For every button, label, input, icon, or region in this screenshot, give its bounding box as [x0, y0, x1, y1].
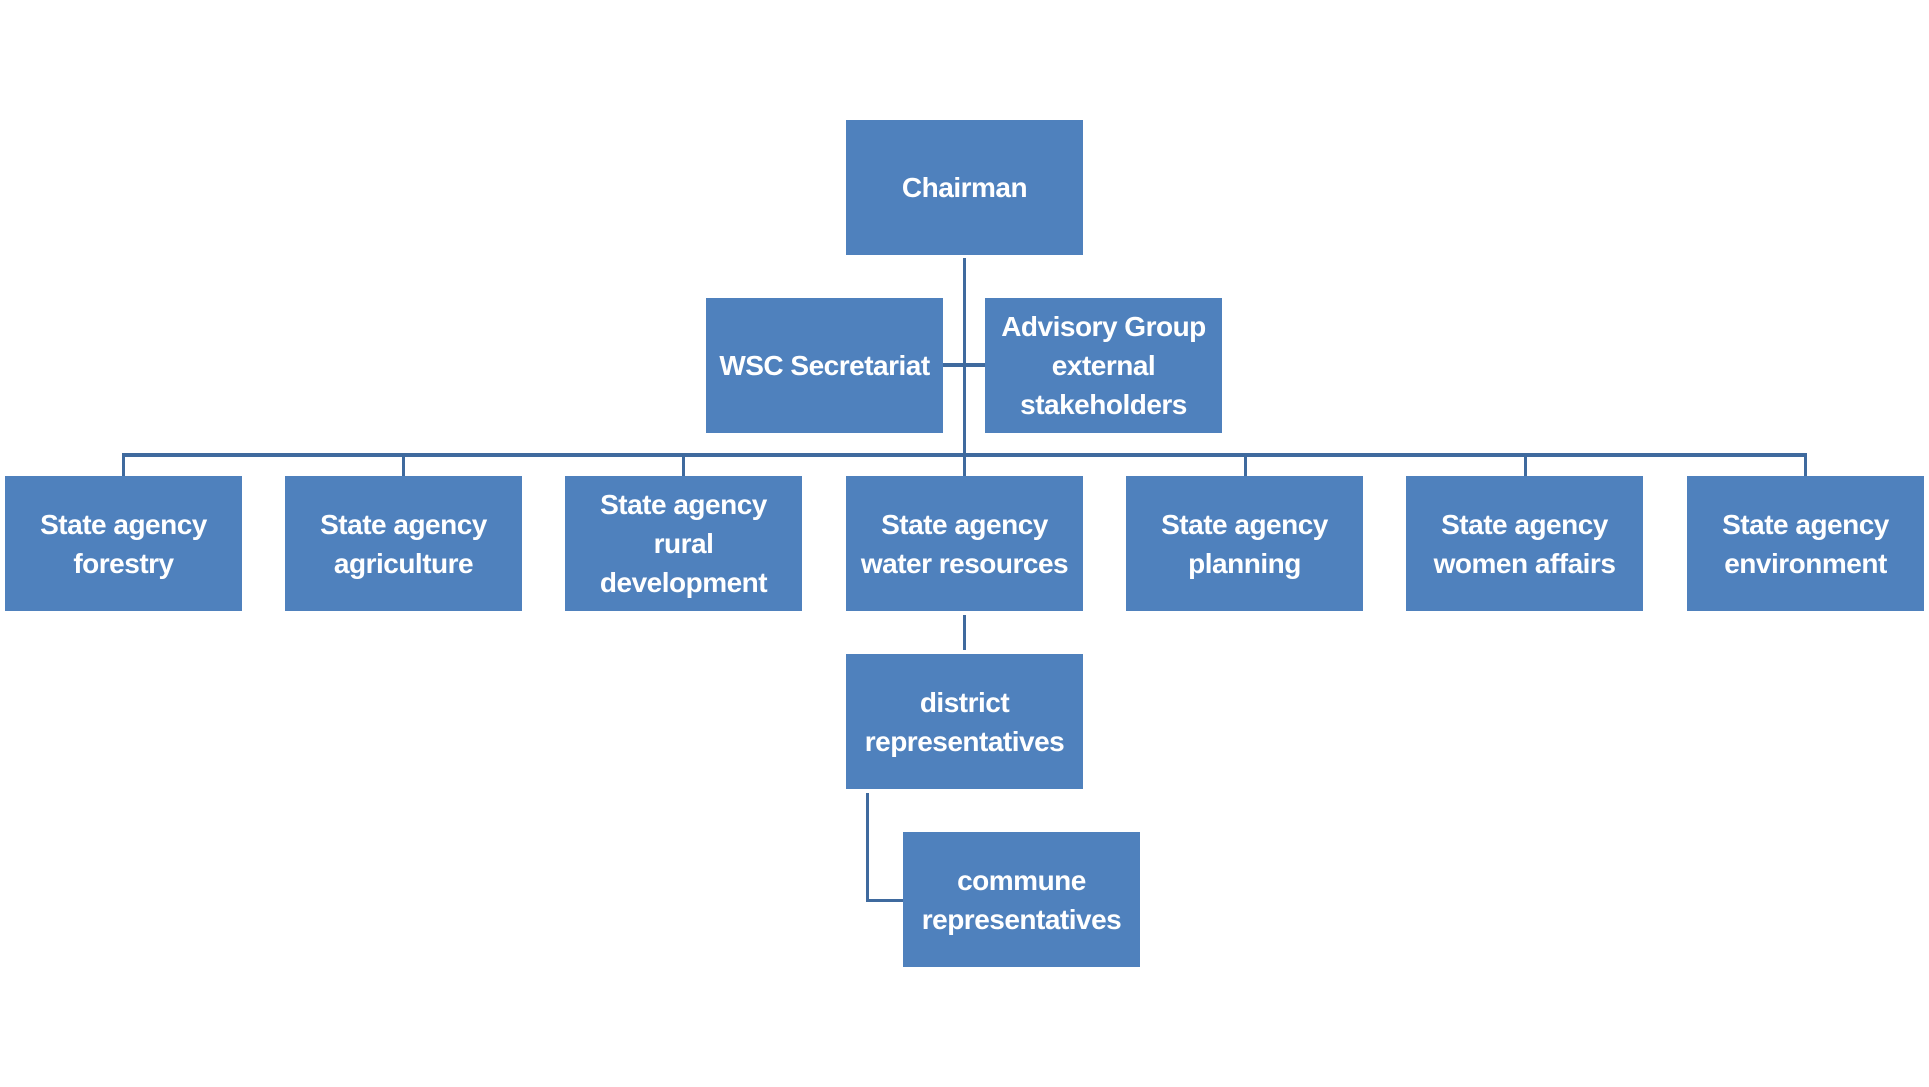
connector-drop	[682, 455, 685, 476]
connector-commune-horizontal	[866, 899, 903, 902]
connector-drop	[1244, 455, 1247, 476]
node-agency-water-resources: State agency water resources	[846, 476, 1083, 611]
node-chairman: Chairman	[846, 120, 1083, 255]
node-advisory-group: Advisory Group external stakeholders	[985, 298, 1222, 433]
node-district-representatives: district representatives	[846, 654, 1083, 789]
connector-drop	[402, 455, 405, 476]
connector-staff	[943, 363, 985, 367]
node-agency-women-affairs: State agency women affairs	[1406, 476, 1643, 611]
connector-district	[963, 615, 966, 650]
node-agency-planning: State agency planning	[1126, 476, 1363, 611]
connector-drop	[122, 455, 125, 476]
node-agency-agriculture: State agency agriculture	[285, 476, 522, 611]
connector-chairman-trunk	[963, 258, 966, 476]
node-wsc-secretariat: WSC Secretariat	[706, 298, 943, 433]
node-agency-forestry: State agency forestry	[5, 476, 242, 611]
connector-drop	[1524, 455, 1527, 476]
connector-agency-bar	[122, 453, 1807, 457]
connector-commune-vertical	[866, 793, 869, 902]
connector-drop	[1804, 455, 1807, 476]
node-agency-environment: State agency environment	[1687, 476, 1924, 611]
node-agency-rural-development: State agency rural development	[565, 476, 802, 611]
node-commune-representatives: commune representatives	[903, 832, 1140, 967]
